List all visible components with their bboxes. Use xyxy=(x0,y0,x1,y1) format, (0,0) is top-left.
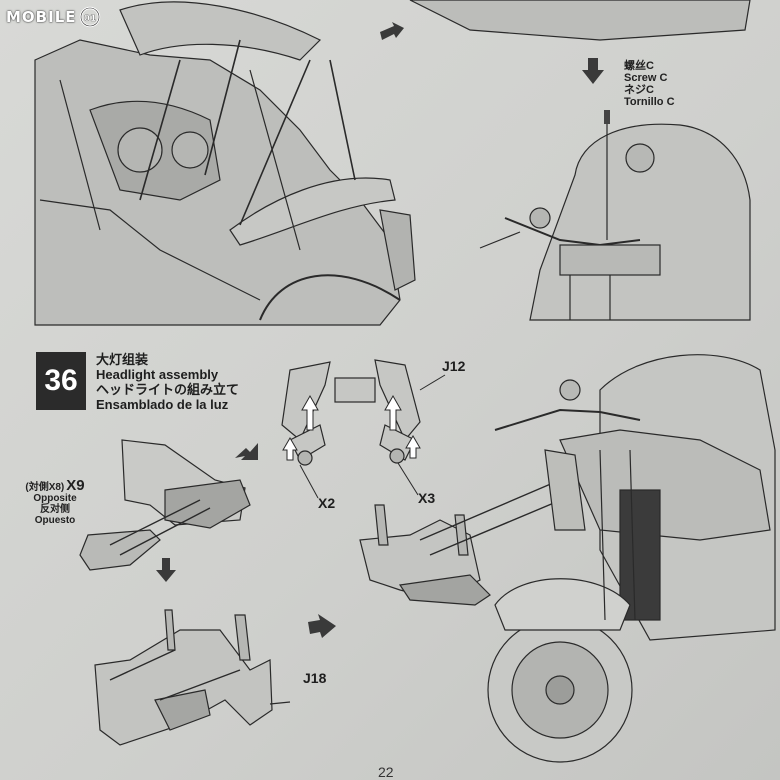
down-arrow-2 xyxy=(156,558,176,582)
j18-label: J18 xyxy=(303,670,327,686)
screw-label-es: Tornillo C xyxy=(624,96,675,108)
step-title-en: Headlight assembly xyxy=(96,367,219,382)
step-36-panel: 36 大灯组装 Headlight assembly ヘッドライトの組み立て E… xyxy=(0,330,780,780)
page-number: 22 xyxy=(378,764,394,780)
j12-label: J12 xyxy=(442,358,466,374)
x9-opposite-zh: 反对侧 xyxy=(40,504,70,515)
x9-opposite-es: Opuesto xyxy=(34,515,76,526)
step-title-zh: 大灯组装 xyxy=(96,352,149,367)
step-title: 大灯组装 Headlight assembly ヘッドライトの組み立て Ensa… xyxy=(96,352,239,412)
screw-label-ja: ネジC xyxy=(624,84,654,96)
right-arrow-to-bike xyxy=(308,614,336,638)
j12-guide-arrows xyxy=(282,394,421,461)
screw-label-en: Screw C xyxy=(624,72,668,84)
x9-code: X9 xyxy=(66,477,85,494)
screw-c-callout: 螺丝C Screw C ネジC Tornillo C xyxy=(624,60,675,108)
transition-arrow xyxy=(380,22,404,40)
fuel-tank-drawing xyxy=(479,123,751,321)
step-title-ja: ヘッドライトの組み立て xyxy=(96,382,240,397)
watermark: MOBILE 01 xyxy=(6,6,101,28)
screw-down-arrow xyxy=(582,58,610,240)
x2-label: X2 xyxy=(318,495,336,511)
x3-label: X3 xyxy=(418,490,436,506)
j12-part-drawing xyxy=(281,359,421,466)
upper-part-drawing xyxy=(409,0,751,41)
x9-opposite-en: Opposite xyxy=(33,493,77,504)
svg-text:01: 01 xyxy=(83,14,96,24)
step-title-es: Ensamblado de la luz xyxy=(96,397,229,412)
x9-opposite-code: (対側X8) xyxy=(25,482,65,493)
frame-assembly-drawing xyxy=(34,1,416,326)
headlight-assembly-illustration xyxy=(79,354,776,763)
down-arrow-1 xyxy=(235,443,258,460)
headlight-bracket-drawing xyxy=(359,479,581,606)
previous-step-panel: MOBILE 01 螺丝C Screw C ネジC Tornillo C xyxy=(0,0,780,330)
motorcycle-front-drawing xyxy=(487,354,776,763)
watermark-text: MOBILE xyxy=(6,8,77,26)
step-number-badge: 36 xyxy=(36,352,86,410)
x9-callout: (対側X8) X9 Opposite 反对侧 Opuesto xyxy=(24,477,86,526)
previous-step-illustration xyxy=(34,0,751,326)
seat-guide-lines xyxy=(139,39,356,226)
x9-lens-drawing xyxy=(79,439,251,571)
j18-part-drawing xyxy=(94,609,291,746)
screw-label-zh: 螺丝C xyxy=(624,60,654,72)
watermark-badge-icon: 01 xyxy=(79,6,100,28)
